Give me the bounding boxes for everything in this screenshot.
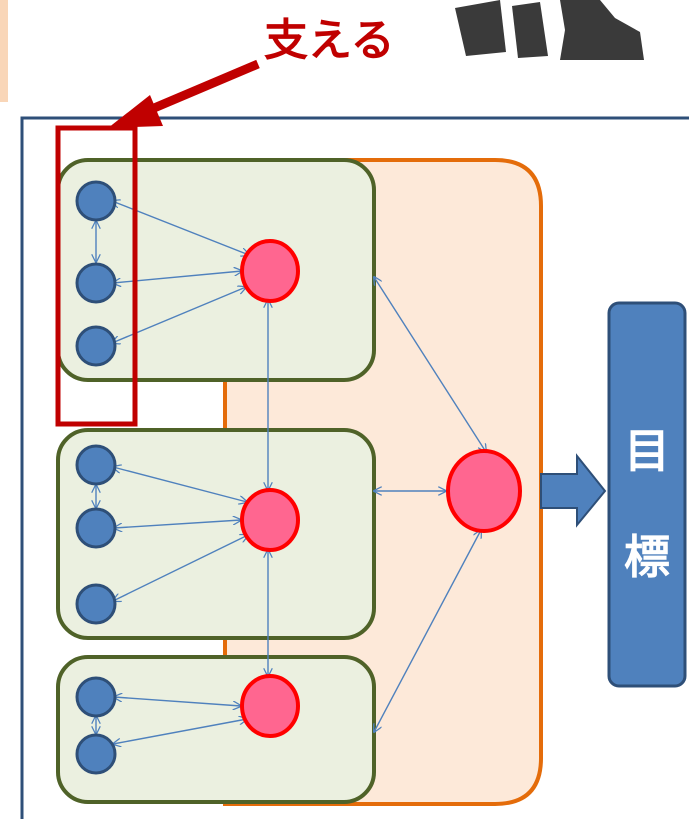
edge: [113, 467, 247, 502]
edge: [114, 697, 241, 706]
callout-arrow: [108, 59, 260, 128]
corner-accent: [0, 0, 8, 102]
member-node: [75, 733, 117, 775]
member-node: [75, 583, 117, 625]
leader-node: [240, 239, 300, 303]
central-node: [446, 449, 522, 533]
leader-nodes: [240, 239, 522, 738]
edge: [113, 535, 248, 601]
right-arrow-icon: [540, 453, 607, 528]
goal-box: [607, 301, 687, 688]
member-node: [75, 444, 117, 486]
member-node: [75, 262, 117, 304]
outer-frame: [20, 116, 689, 819]
highlight-box: [55, 125, 138, 427]
edge: [374, 530, 481, 732]
edge: [374, 277, 486, 452]
standing-figures-icon: [455, 0, 644, 60]
leader-node: [240, 674, 300, 738]
member-node: [75, 507, 117, 549]
goal-char-1: 目: [624, 424, 670, 478]
member-node: [75, 676, 117, 718]
edge: [113, 719, 247, 744]
member-nodes: [75, 180, 117, 775]
member-node: [75, 325, 117, 367]
leader-node: [240, 488, 300, 552]
subgroup-3: [56, 655, 376, 804]
callout-label: 支える: [264, 15, 395, 66]
goal-char-2: 標: [624, 530, 670, 584]
member-node: [75, 180, 117, 222]
edges: [96, 201, 486, 744]
edge: [114, 520, 241, 528]
